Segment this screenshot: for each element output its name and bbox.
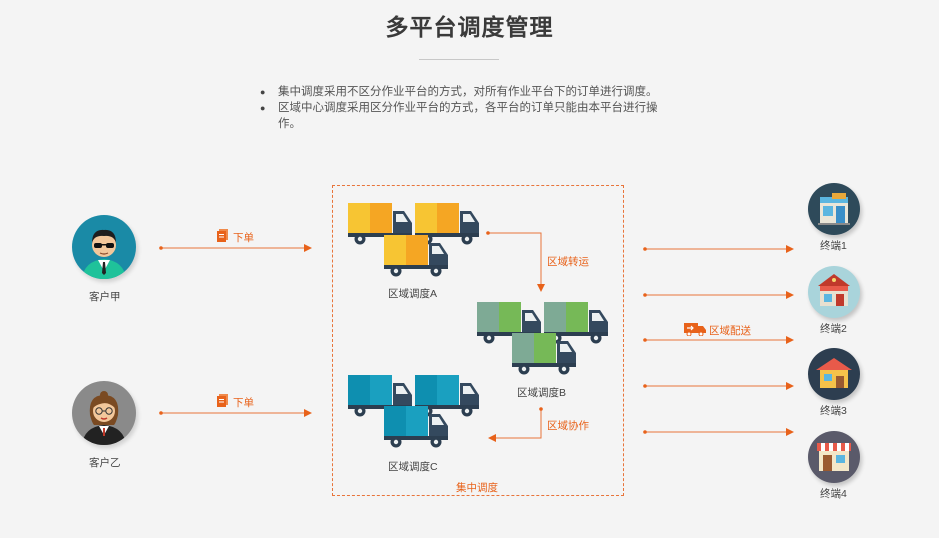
- dispatch-c-label: 区域调度C: [388, 461, 438, 473]
- truck-icon: [384, 235, 450, 277]
- man-with-sunglasses-icon: [72, 215, 136, 279]
- delivery-label: 区域配送: [709, 325, 751, 337]
- order-label-a: 下单: [233, 232, 254, 244]
- terminal-2-label: 终端2: [820, 323, 847, 335]
- customer-b-label: 客户乙: [89, 457, 121, 469]
- dispatch-b-label: 区域调度B: [517, 387, 567, 399]
- document-icon: [217, 394, 229, 408]
- truck-icon: [415, 203, 481, 245]
- store-icon: [808, 266, 860, 318]
- truck-icon: [348, 203, 414, 245]
- transfer-arrow: [488, 232, 545, 292]
- truck-icon: [415, 375, 481, 417]
- order-label-b: 下单: [233, 397, 254, 409]
- central-dispatch-box: [332, 185, 624, 496]
- shop-icon: [808, 183, 860, 235]
- description-list: 集中调度采用不区分作业平台的方式，对所有作业平台下的订单进行调度。 区域中心调度…: [260, 84, 680, 132]
- dispatch-a-label: 区域调度A: [388, 288, 438, 300]
- terminal-3-label: 终端3: [820, 405, 847, 417]
- house-icon: [808, 348, 860, 400]
- cooperate-arrow: [488, 409, 542, 442]
- terminal-4-label: 终端4: [820, 488, 847, 500]
- central-dispatch-label: 集中调度: [456, 482, 498, 494]
- transfer-label: 区域转运: [547, 256, 589, 268]
- cooperate-label: 区域协作: [547, 420, 589, 432]
- terminal-1-label: 终端1: [820, 240, 847, 252]
- bullet-regional: 区域中心调度采用区分作业平台的方式，各平台的订单只能由本平台进行操作。: [260, 100, 680, 132]
- customer-a-label: 客户甲: [89, 291, 121, 303]
- delivery-truck-icon: [684, 322, 706, 336]
- page-title: 多平台调度管理: [385, 14, 554, 40]
- document-icon: [217, 229, 229, 243]
- woman-with-glasses-icon: [72, 381, 136, 445]
- truck-icon: [512, 333, 578, 375]
- market-icon: [808, 431, 860, 483]
- title-divider: [419, 59, 499, 60]
- bullet-central: 集中调度采用不区分作业平台的方式，对所有作业平台下的订单进行调度。: [260, 84, 680, 100]
- truck-icon: [384, 406, 450, 448]
